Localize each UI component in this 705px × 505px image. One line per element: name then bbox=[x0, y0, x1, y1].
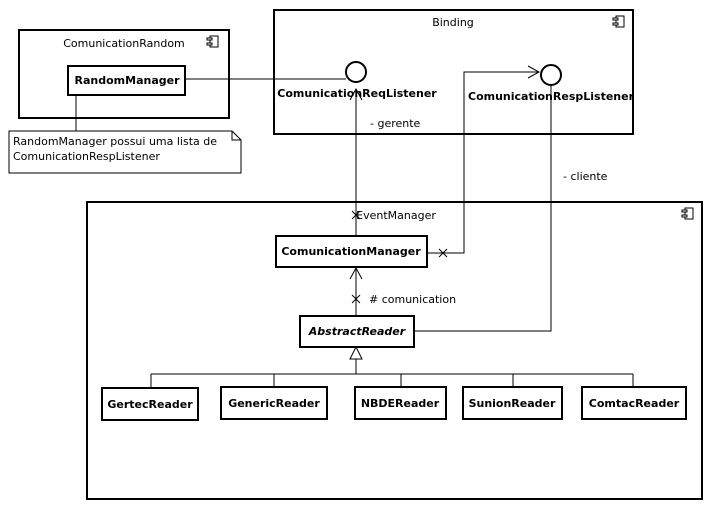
class-random-manager: RandomManager bbox=[67, 65, 186, 96]
class-generic-reader: GenericReader bbox=[220, 386, 328, 420]
class-nbde-reader: NBDEReader bbox=[354, 386, 447, 420]
interface-label-resp: ComunicationRespListener bbox=[468, 90, 635, 103]
class-label: SunionReader bbox=[469, 397, 556, 410]
class-label: ComtacReader bbox=[589, 397, 680, 410]
role-label-comunication: # comunication bbox=[369, 293, 456, 306]
connectors bbox=[75, 65, 634, 387]
component-icon bbox=[206, 35, 219, 48]
class-gertec-reader: GertecReader bbox=[101, 387, 199, 421]
interface-label-req: ComunicationReqListener bbox=[277, 87, 437, 100]
component-icon bbox=[681, 207, 694, 220]
interface-req-listener: ComunicationReqListener bbox=[277, 61, 437, 100]
class-comtac-reader: ComtacReader bbox=[581, 386, 687, 420]
note-line-1: RandomManager possui uma lista de bbox=[13, 135, 217, 148]
navigability-marks bbox=[351, 210, 448, 304]
role-label-cliente: - cliente bbox=[563, 170, 608, 183]
class-abstract-reader: AbstractReader bbox=[299, 315, 415, 348]
package-title-random: ComunicationRandom bbox=[63, 37, 185, 50]
component-icon bbox=[612, 15, 625, 28]
class-label: ComunicationManager bbox=[281, 245, 421, 258]
class-sunion-reader: SunionReader bbox=[462, 386, 563, 420]
package-comunication-random: ComunicationRandom bbox=[18, 29, 230, 119]
note: RandomManager possui uma lista de Comuni… bbox=[8, 130, 242, 174]
package-title-event: EventManager bbox=[356, 209, 436, 222]
class-comunication-manager: ComunicationManager bbox=[275, 235, 428, 268]
generalization-arrow bbox=[349, 345, 363, 360]
interface-resp-listener: ComunicationRespListener bbox=[468, 64, 635, 103]
package-binding: Binding bbox=[273, 9, 634, 135]
role-label-gerente: - gerente bbox=[370, 117, 421, 130]
class-label: NBDEReader bbox=[361, 397, 440, 410]
note-line-2: ComunicationRespListener bbox=[13, 150, 160, 163]
class-label: GertecReader bbox=[107, 398, 193, 411]
package-title-binding: Binding bbox=[432, 16, 474, 29]
class-label: RandomManager bbox=[75, 74, 181, 87]
class-label: GenericReader bbox=[228, 397, 320, 410]
class-label: AbstractReader bbox=[308, 325, 406, 338]
